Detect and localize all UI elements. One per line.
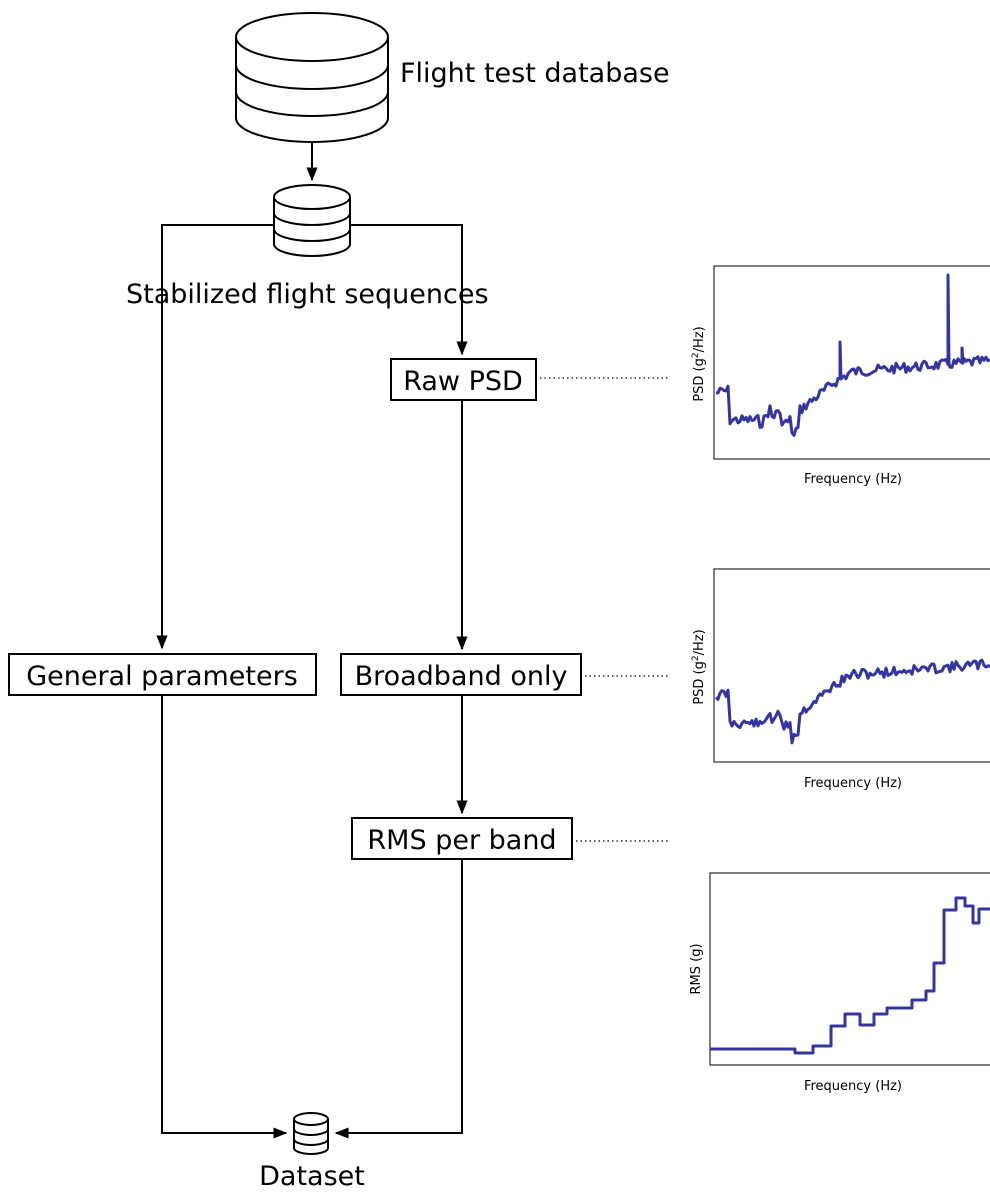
rms-step-curve xyxy=(710,896,990,1055)
database-icon-large xyxy=(235,12,389,143)
raw-psd-plot: PSD (g2/Hz) Frequency (Hz) xyxy=(691,265,990,487)
dataset-label: Dataset xyxy=(259,1161,365,1192)
flight-test-database-label: Flight test database xyxy=(400,58,670,89)
arrow-rms-to-dataset xyxy=(334,859,463,1139)
arrow-to-general-parameters xyxy=(156,224,274,650)
rms-per-band-box xyxy=(351,817,573,860)
general-parameters-label: General parameters xyxy=(26,661,298,692)
broadband-only-box xyxy=(340,653,582,696)
broadband-plot: PSD (g2/Hz) Frequency (Hz) xyxy=(691,568,990,791)
broadband-curve xyxy=(714,658,990,745)
raw-psd-label: Raw PSD xyxy=(403,366,523,397)
raw-psd-curve xyxy=(715,273,990,437)
stabilized-flight-sequences-label: Stabilized flight sequences xyxy=(126,279,489,310)
rms-xlabel: Frequency (Hz) xyxy=(804,1079,902,1094)
raw-psd-xlabel: Frequency (Hz) xyxy=(804,472,902,487)
rms-ylabel: RMS (g) xyxy=(689,943,704,994)
broadband-only-label: Broadband only xyxy=(355,661,568,692)
raw-psd-ylabel: PSD (g2/Hz) xyxy=(691,326,707,401)
rms-plot: RMS (g) Frequency (Hz) xyxy=(689,872,990,1094)
rms-per-band-label: RMS per band xyxy=(367,825,556,856)
arrow-to-raw-psd xyxy=(350,224,468,356)
broadband-ylabel: PSD (g2/Hz) xyxy=(691,629,707,704)
database-icon-small xyxy=(293,1112,329,1155)
broadband-xlabel: Frequency (Hz) xyxy=(804,776,902,791)
raw-psd-box xyxy=(390,358,537,401)
database-icon-medium xyxy=(273,184,351,257)
arrow-general-to-dataset xyxy=(161,695,288,1139)
